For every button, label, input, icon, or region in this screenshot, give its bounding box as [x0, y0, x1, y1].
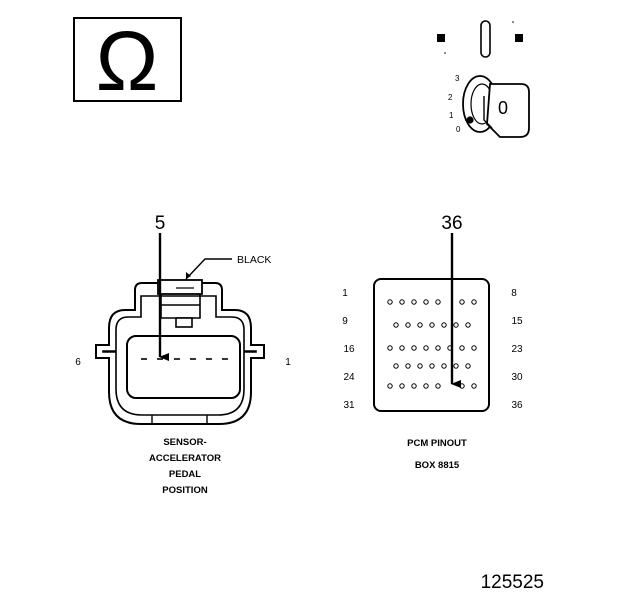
pcm-pin [417, 363, 423, 369]
pcm-pin [417, 322, 423, 328]
pcm-row-label-left: 16 [343, 344, 355, 355]
ohm-box [73, 17, 182, 102]
pcm-caption-line: PCM PINOUT [407, 438, 467, 449]
pcm-row-label-right: 23 [511, 344, 523, 355]
pcm-pin [393, 322, 399, 328]
pcm-pin [423, 299, 429, 305]
pcm-pin [465, 322, 471, 328]
sensor-caption-line: SENSOR- [163, 437, 206, 448]
sensor-connector-shell [95, 282, 265, 425]
ignition-marker-left [437, 34, 445, 42]
pcm-pin [429, 363, 435, 369]
ignition-position-dot [466, 116, 474, 124]
sensor-caption-line: PEDAL [169, 469, 201, 480]
pcm-pin [405, 322, 411, 328]
pcm-pin [471, 345, 477, 351]
sensor-caption-line: POSITION [162, 485, 208, 496]
pcm-row-label-left: 24 [343, 372, 355, 383]
sensor-pin-callout: 5 [155, 213, 166, 234]
pcm-row-label-left: 1 [342, 288, 348, 299]
pcm-pin [423, 345, 429, 351]
ohm-icon: Ω [96, 14, 159, 108]
pcm-pin [387, 299, 393, 305]
sensor-caption-line: ACCELERATOR [149, 453, 221, 464]
pcm-caption-line: BOX 8815 [415, 460, 460, 471]
wire-color-label: BLACK [237, 254, 271, 266]
pcm-pin [441, 322, 447, 328]
pcm-pin [453, 322, 459, 328]
pcm-pin [435, 383, 441, 389]
pcm-pin-callout: 36 [441, 213, 462, 234]
ohmmeter-symbol: Ω [73, 14, 182, 108]
pcm-connector-body [373, 278, 490, 412]
pcm-pin [411, 345, 417, 351]
sensor-connector: 5 BLACK 6 1 SENSOR- ACCELERATOR PEDAL PO… [75, 213, 291, 496]
wire-color-leader [185, 258, 232, 280]
ignition-slot-icon [480, 20, 491, 58]
pcm-row-label-left: 31 [343, 400, 355, 411]
pcm-row-label-right: 36 [511, 400, 523, 411]
pcm-pin [399, 345, 405, 351]
pcm-pin [459, 345, 465, 351]
pcm-pin [423, 383, 429, 389]
pcm-connector: 36 1 9 16 24 31 8 15 23 30 36 PCM PINOUT… [342, 213, 523, 471]
pcm-pin [435, 345, 441, 351]
ignition-position-1: 1 [449, 111, 454, 120]
ignition-position-0: 0 [456, 125, 461, 134]
pcm-pin [411, 383, 417, 389]
sensor-right-pin-number: 1 [285, 357, 291, 368]
pcm-pin [435, 299, 441, 305]
ignition-key-position: 0 [498, 98, 508, 118]
pcm-pin [399, 299, 405, 305]
ignition-switch: 3 2 1 0 0 [437, 20, 530, 138]
ignition-marker-right [515, 34, 523, 42]
pcm-row-label-right: 30 [511, 372, 523, 383]
pcm-pin [429, 322, 435, 328]
pcm-pin [453, 363, 459, 369]
ignition-position-2: 2 [448, 93, 453, 102]
sensor-lock-tab [157, 279, 203, 295]
pcm-pin [387, 383, 393, 389]
pcm-row-label-right: 15 [511, 316, 523, 327]
pcm-pin [465, 363, 471, 369]
ignition-key-icon [486, 83, 530, 138]
pcm-pin [441, 363, 447, 369]
pcm-pin [399, 383, 405, 389]
pcm-pin [405, 363, 411, 369]
pcm-pin [387, 345, 393, 351]
sensor-pin-cavity [126, 335, 241, 399]
sensor-left-pin-number: 6 [75, 357, 81, 368]
pcm-pin [411, 299, 417, 305]
pcm-pin [471, 383, 477, 389]
ignition-position-3: 3 [455, 74, 460, 83]
pcm-pins [387, 299, 477, 389]
pcm-row-label-left: 9 [342, 316, 348, 327]
pcm-row-label-right: 8 [511, 288, 517, 299]
pcm-pin [459, 299, 465, 305]
pcm-pin [393, 363, 399, 369]
figure-number: 125525 [481, 572, 544, 593]
pcm-pin [471, 299, 477, 305]
